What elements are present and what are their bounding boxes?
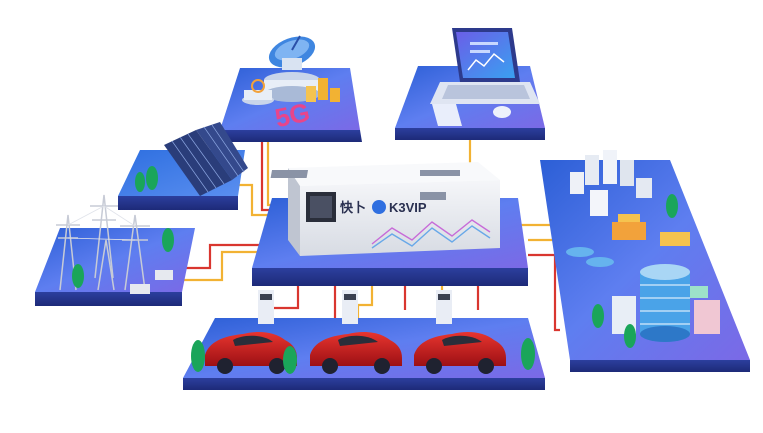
laptop-icon: [430, 28, 540, 104]
container-brand-en: K3VIP: [389, 200, 427, 215]
wire-charger-3: [356, 285, 374, 318]
wire-grid-red: [180, 243, 300, 270]
container-brand-cn: 快卜: [340, 200, 366, 215]
mouse-icon: [493, 106, 511, 118]
energy-storage-container: [270, 162, 500, 256]
coin-stack-icon: [306, 78, 340, 102]
phone-icon: [432, 104, 462, 126]
telecom-5g-label: 5G: [272, 97, 312, 134]
brand-logo-icon: [372, 200, 386, 214]
grid-trees: [72, 228, 174, 294]
charger-icon: [258, 290, 452, 324]
satellite-dish-icon: [242, 35, 320, 105]
container-control-panel: [306, 192, 336, 222]
solar-panel-icon: [164, 122, 248, 196]
charging-trees: [191, 338, 535, 374]
wire-charger-1: [270, 285, 300, 318]
tree-icon: [135, 166, 158, 192]
city-buildings: [566, 150, 690, 267]
transmission-tower-icon: [56, 194, 150, 291]
city-trees: [592, 194, 678, 348]
wire-city-red: [528, 253, 560, 332]
electric-car-icon: [205, 332, 506, 374]
